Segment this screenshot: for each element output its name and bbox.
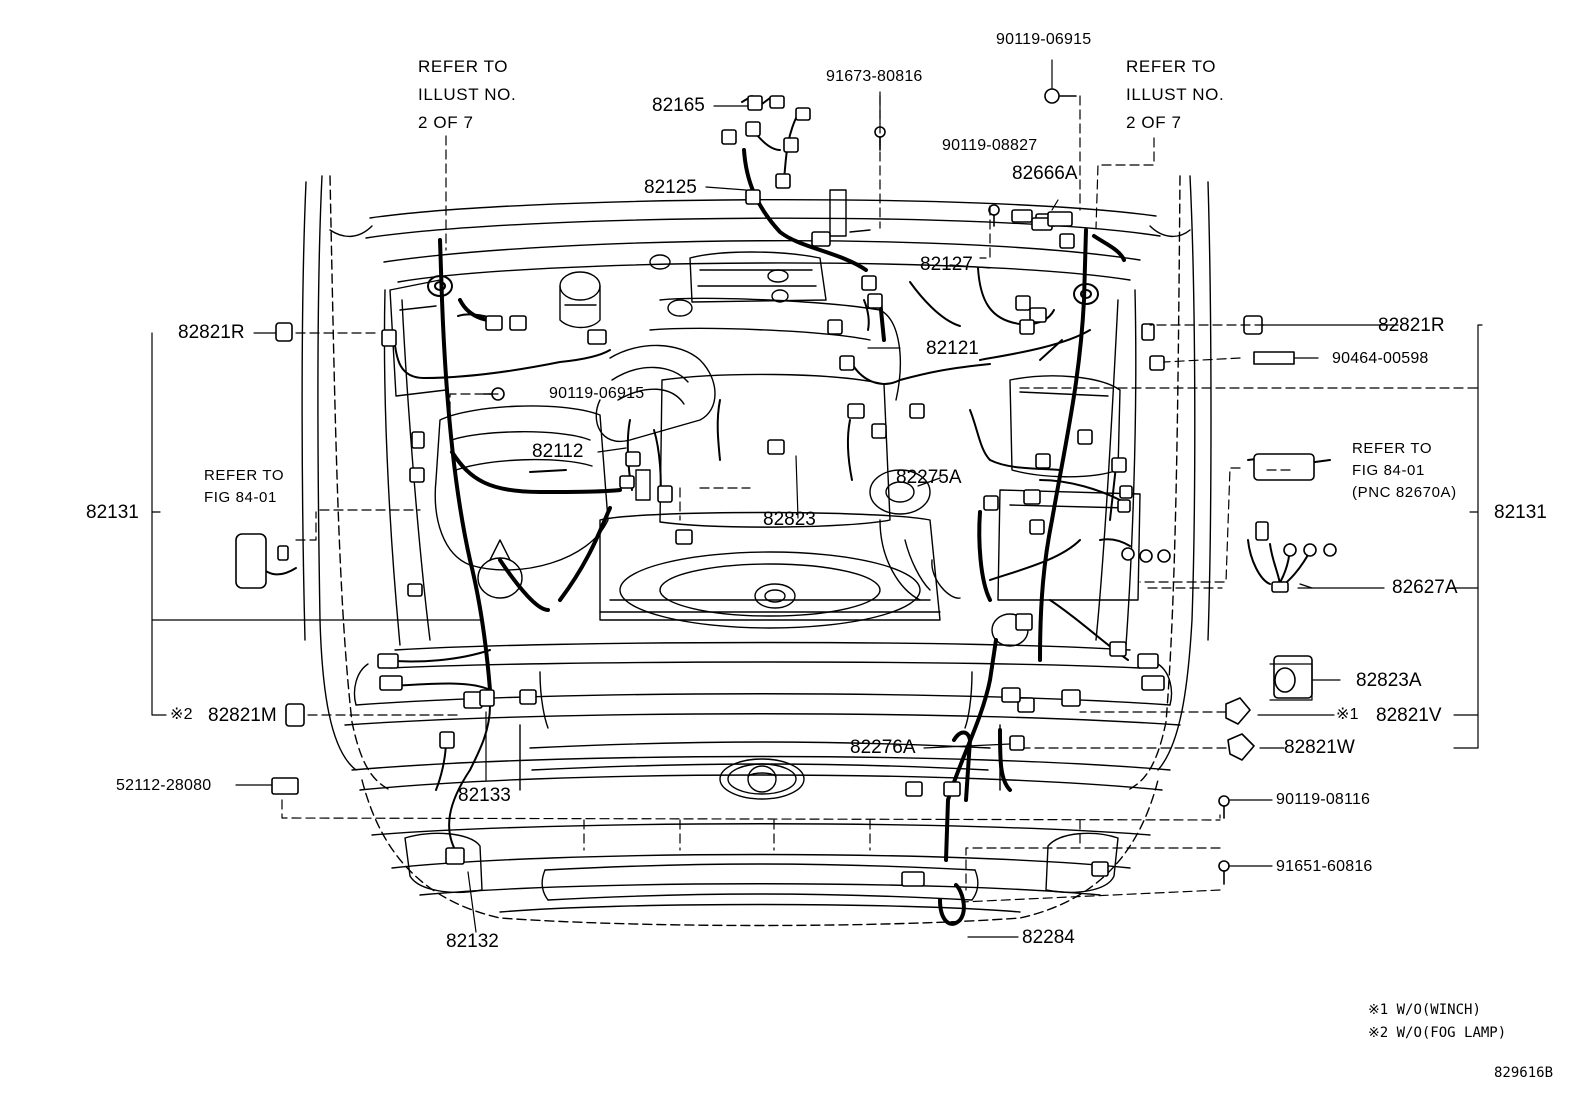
part-82284: 82284 (1022, 927, 1075, 948)
refer-fig-right-line2: FIG 84-01 (1352, 462, 1425, 479)
part-82131-right: 82131 (1494, 502, 1547, 523)
refer-fig-right-line3: (PNC 82670A) (1352, 484, 1457, 501)
part-82112: 82112 (532, 441, 584, 462)
refer-note-left-line2: ILLUST NO. (418, 85, 517, 104)
part-82276A: 82276A (850, 737, 916, 758)
part-82821R-right: 82821R (1378, 315, 1445, 336)
part-82275A: 82275A (896, 467, 962, 488)
refer-fig-left-line1: REFER TO (204, 467, 285, 484)
part-90119-08116: 90119-08116 (1276, 791, 1371, 808)
part-90119-08827: 90119-08827 (942, 137, 1038, 154)
refer-note-right-line2: ILLUST NO. (1126, 85, 1225, 104)
part-90119-06915-top: 90119-06915 (996, 31, 1092, 48)
refer-fig-right-line1: REFER TO (1352, 440, 1433, 457)
vehicle-body-outline (301, 175, 1212, 927)
part-82132: 82132 (446, 931, 499, 952)
engine-components (389, 189, 1141, 647)
part-90464-00598: 90464-00598 (1332, 350, 1429, 367)
part-82127: 82127 (920, 254, 973, 275)
part-91673-80816: 91673-80816 (826, 68, 923, 85)
part-82821M: 82821M (208, 705, 277, 726)
reference-lines (281, 95, 1481, 903)
footnote-1: ※1 W/O(WINCH) (1368, 1002, 1481, 1018)
footnote-2: ※2 W/O(FOG LAMP) (1368, 1025, 1507, 1041)
grommets (427, 275, 1099, 305)
part-82121: 82121 (926, 338, 979, 359)
part-82125: 82125 (644, 177, 697, 198)
part-82821W: 82821W (1284, 737, 1355, 758)
part-91651-60816: 91651-60816 (1276, 858, 1373, 875)
refer-note-right-line3: 2 OF 7 (1126, 113, 1182, 132)
marker-1-right: ※1 (1336, 706, 1359, 723)
connectors (235, 95, 1337, 887)
part-82133: 82133 (458, 785, 511, 806)
leader-lines (151, 59, 1483, 938)
part-52112-28080: 52112-28080 (116, 777, 212, 794)
part-82821V: 82821V (1376, 705, 1442, 726)
illustration-number: 829616B (1494, 1065, 1554, 1081)
bolts (483, 88, 1230, 885)
part-82823: 82823 (763, 509, 816, 530)
refer-note-right-line1: REFER TO (1126, 57, 1217, 76)
main-harness (438, 148, 1126, 926)
part-82821R-left: 82821R (178, 322, 245, 343)
part-82823A: 82823A (1356, 670, 1422, 691)
refer-fig-left-line2: FIG 84-01 (204, 489, 277, 506)
part-82666A: 82666A (1012, 163, 1078, 184)
marker-2-left: ※2 (170, 706, 193, 723)
refer-note-left-line1: REFER TO (418, 57, 509, 76)
part-82627A: 82627A (1392, 577, 1458, 598)
refer-note-left-line3: 2 OF 7 (418, 113, 474, 132)
part-90119-06915-mid: 90119-06915 (549, 385, 645, 402)
part-82165: 82165 (652, 95, 705, 116)
part-82131-left: 82131 (86, 502, 139, 523)
